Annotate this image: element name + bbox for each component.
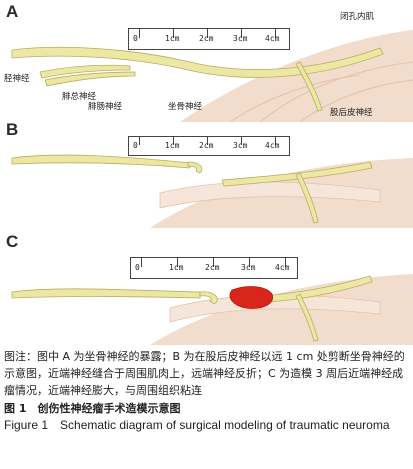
ruler-tick-label: 0 bbox=[135, 263, 140, 272]
ruler-tick-label: 3cm bbox=[233, 141, 248, 150]
ruler-tick-label: 1cm bbox=[165, 34, 180, 43]
ruler-tick-label: 2cm bbox=[199, 34, 214, 43]
ruler-tick-label: 4cm bbox=[265, 34, 280, 43]
label-obturator-internus: 闭孔内肌 bbox=[340, 12, 375, 22]
panel-b-illustration bbox=[11, 154, 413, 228]
ruler: 0 1cm 2cm 3cm 4cm bbox=[128, 28, 290, 50]
muscle-region bbox=[180, 30, 413, 122]
panel-a-letter: A bbox=[6, 2, 19, 21]
panel-a-illustration bbox=[11, 30, 413, 122]
label-sural-nerve: 腓肠神经 bbox=[88, 102, 123, 112]
panel-c-letter: C bbox=[6, 232, 19, 251]
ruler-tick-label: 3cm bbox=[233, 34, 248, 43]
figure-title-en: Figure 1 Schematic diagram of surgical m… bbox=[4, 418, 390, 432]
neuroma-mass bbox=[229, 286, 274, 309]
figure-note: 图注：图中 A 为坐骨神经的暴露；B 为在股后皮神经以远 1 cm 处剪断坐骨神… bbox=[4, 350, 405, 397]
ruler: 0 1cm 2cm 3cm 4cm bbox=[128, 136, 290, 156]
ruler-tick-label: 4cm bbox=[265, 141, 280, 150]
figure-title-cn: 图 1 创伤性神经瘤手术造模示意图 bbox=[4, 402, 181, 415]
label-posterior-femoral-cutaneous-nerve: 股后皮神经 bbox=[330, 108, 373, 118]
ruler-tick-label: 3cm bbox=[241, 263, 256, 272]
ruler: 0 1cm 2cm 3cm 4cm bbox=[130, 257, 298, 279]
label-sciatic-nerve: 坐骨神经 bbox=[168, 102, 203, 112]
panel-a: A 0 1cm 2cm 3cm 4cm 闭孔内肌 胫神经 腓总神经 腓肠神经 坐… bbox=[0, 0, 413, 122]
panel-c: C 0 1cm 2cm 3cm 4cm bbox=[0, 230, 413, 345]
ruler-tick-label: 1cm bbox=[165, 141, 180, 150]
ruler-tick-label: 0 bbox=[133, 34, 138, 43]
ruler-tick-label: 2cm bbox=[199, 141, 214, 150]
panel-c-illustration bbox=[11, 274, 413, 345]
ruler-tick-label: 0 bbox=[133, 141, 138, 150]
ruler-tick-label: 2cm bbox=[205, 263, 220, 272]
nerve-bundle bbox=[11, 46, 384, 112]
ruler-tick-label: 4cm bbox=[275, 263, 290, 272]
panel-b: B 0 1cm 2cm 3cm 4cm bbox=[0, 118, 413, 228]
label-common-peroneal-nerve: 腓总神经 bbox=[62, 92, 97, 102]
panel-b-letter: B bbox=[6, 120, 19, 139]
ruler-tick-label: 1cm bbox=[169, 263, 184, 272]
label-tibial-nerve: 胫神经 bbox=[4, 74, 30, 84]
